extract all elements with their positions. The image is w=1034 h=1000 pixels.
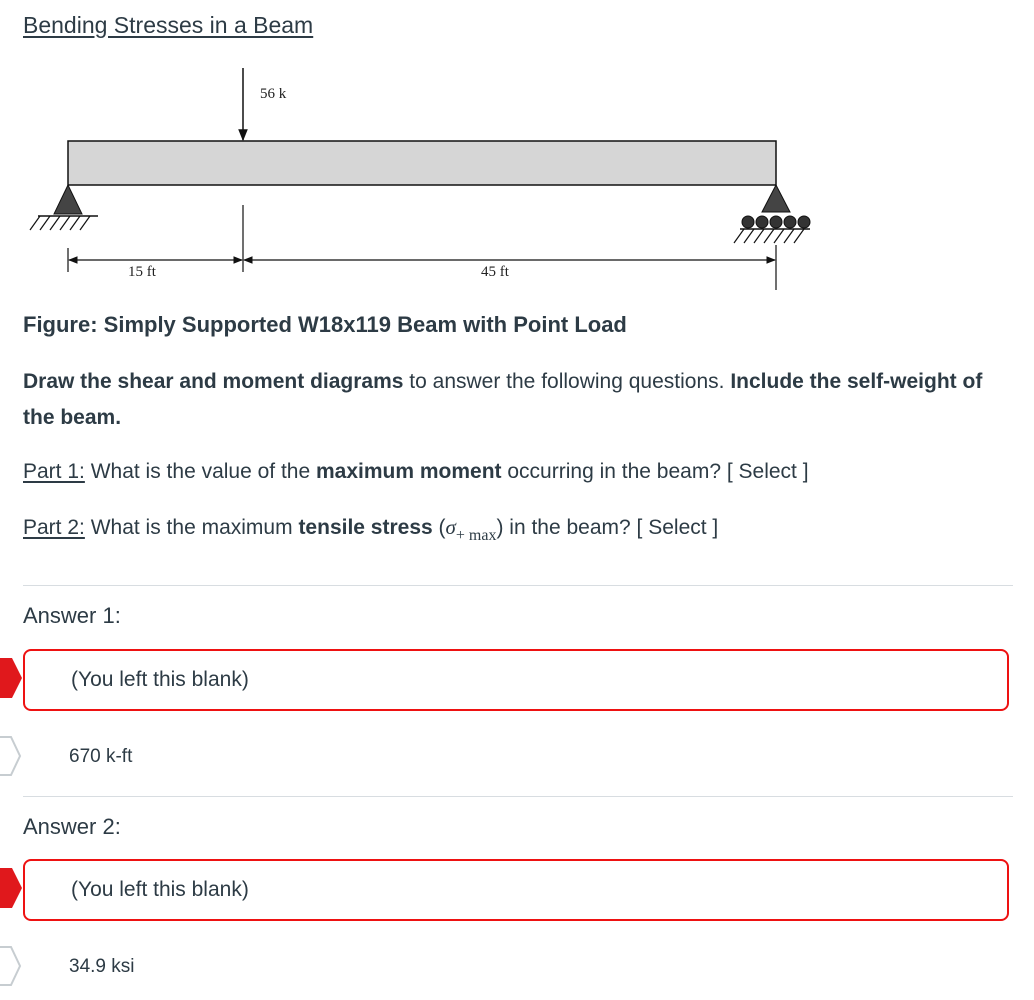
answer-1-correct: 670 k-ft [69, 746, 133, 767]
part-1-select: [ Select ] [726, 460, 809, 483]
answer-2-response: (You left this blank) [71, 878, 249, 901]
part-1-bold: maximum moment [316, 460, 502, 483]
roller-support-right [733, 183, 811, 244]
answer-1-response: (You left this blank) [71, 668, 249, 691]
page-title: Bending Stresses in a Beam [23, 12, 314, 38]
beam [67, 140, 777, 186]
instructions: Draw the shear and moment diagrams to an… [23, 364, 1013, 436]
part-1-text-2: occurring in the beam? [501, 460, 727, 483]
answer-2-correct: 34.9 ksi [69, 956, 135, 977]
dimension-left-label: 15 ft [128, 264, 157, 280]
figure-caption: Figure: Simply Supported W18x119 Beam wi… [23, 312, 627, 337]
divider [23, 585, 1013, 586]
sigma-symbol: σ [445, 515, 456, 539]
answer-1-heading: Answer 1: [23, 603, 121, 628]
answer-1-response-box: (You left this blank) [23, 649, 1009, 711]
question-part-2: Part 2: What is the maximum tensile stre… [23, 515, 719, 544]
instructions-text-1: to answer the following questions. [403, 370, 731, 393]
divider [23, 796, 1013, 797]
question-part-1: Part 1: What is the value of the maximum… [23, 460, 809, 484]
instructions-bold-2: Include the self-weight of the beam. [23, 370, 983, 429]
instructions-bold-1: Draw the shear and moment diagrams [23, 370, 404, 393]
load-label: 56 k [260, 86, 287, 102]
part-2-bold: tensile stress [298, 516, 433, 539]
part-1-text-1: What is the value of the [84, 460, 316, 483]
beam-figure: 56 k 15 ft 45 ft [29, 68, 811, 290]
answer-2-heading: Answer 2: [23, 814, 121, 839]
part-2-text-3: ) in the beam? [496, 516, 637, 539]
part-1-label: Part 1: [23, 460, 85, 483]
part-2-label: Part 2: [23, 516, 85, 539]
answer-2-response-box: (You left this blank) [23, 859, 1009, 921]
part-2-select: [ Select ] [636, 516, 719, 539]
incorrect-marker-icon [0, 658, 22, 698]
dimension-right-label: 45 ft [481, 264, 510, 280]
part-2-text-1: What is the maximum [84, 516, 299, 539]
part-2-text-2: ( [432, 516, 446, 539]
correct-answer-marker-icon [0, 946, 22, 986]
pin-support-left [29, 183, 98, 231]
incorrect-marker-icon [0, 868, 22, 908]
sigma-subscript: + max [455, 527, 497, 544]
correct-answer-marker-icon [0, 736, 22, 776]
